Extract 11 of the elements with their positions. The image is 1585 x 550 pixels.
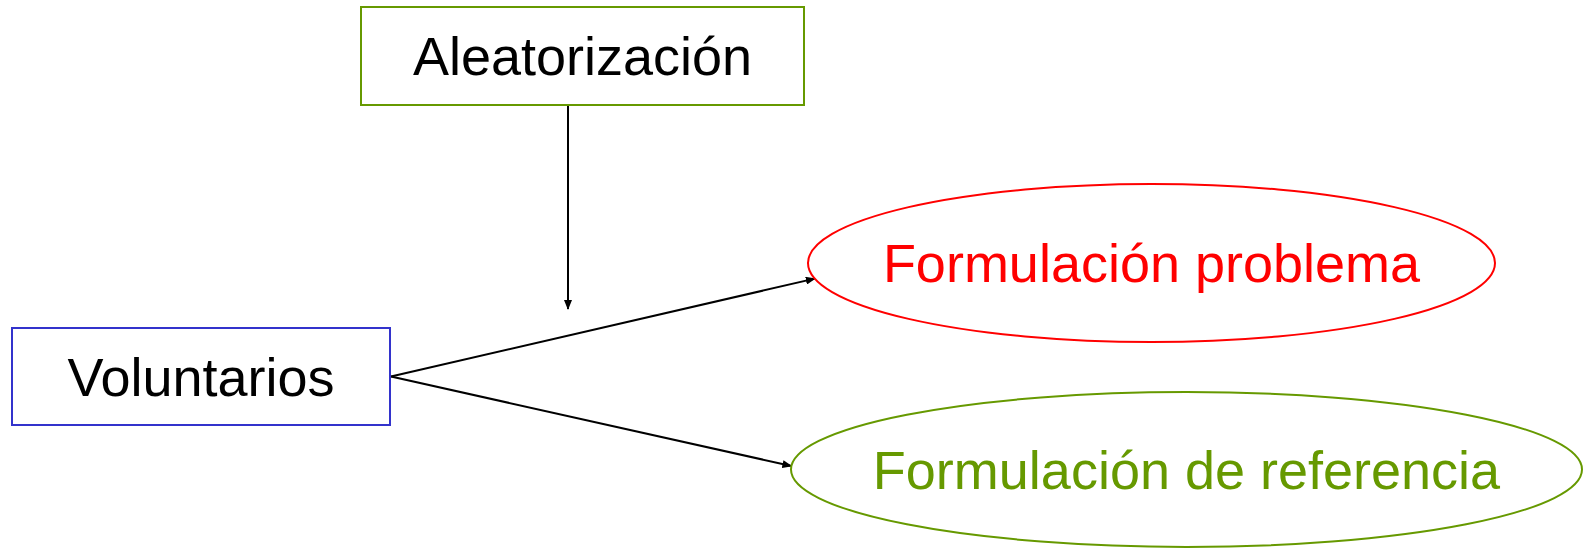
arrow [390,375,793,468]
process-box [11,327,391,426]
ellipse-node [790,391,1583,548]
node-label: Aleatorización [412,25,753,87]
node-label: Formulación problema [882,232,1421,294]
arrow [564,105,572,310]
node-label: Formulación de referencia [872,438,1501,501]
node-label: Voluntarios [67,345,335,408]
arrow [390,276,816,378]
ellipse-node [807,183,1496,343]
process-box [360,6,805,106]
